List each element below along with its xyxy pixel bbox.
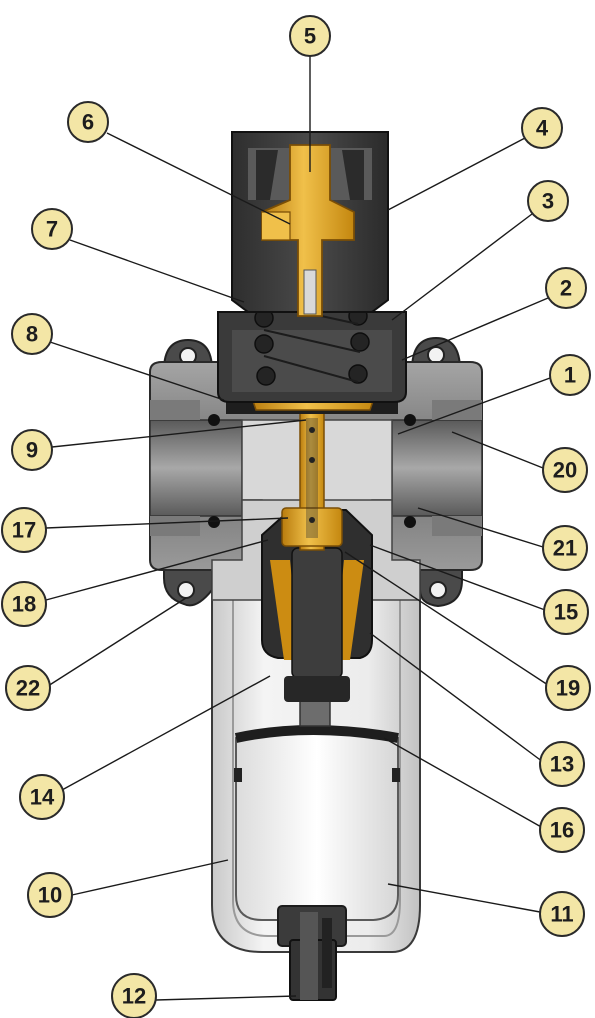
callout-label: 21 [553, 536, 577, 561]
callout-label: 7 [46, 217, 58, 242]
filter-element [234, 699, 400, 921]
callout-label: 13 [550, 752, 574, 777]
callout-label: 17 [12, 518, 36, 543]
callout-10: 10 [27, 872, 73, 918]
callout-16: 16 [539, 807, 585, 853]
callout-17: 17 [1, 507, 47, 553]
callout-3: 3 [527, 180, 569, 222]
callout-label: 19 [556, 676, 580, 701]
valve-stem [281, 409, 343, 551]
callout-1: 1 [549, 354, 591, 396]
callout-label: 8 [26, 322, 38, 347]
drain-valve [277, 905, 347, 1001]
callout-label: 1 [564, 363, 576, 388]
callout-19: 19 [545, 665, 591, 711]
callout-label: 6 [82, 110, 94, 135]
callout-18: 18 [1, 581, 47, 627]
callout-13: 13 [539, 741, 585, 787]
callout-11: 11 [539, 891, 585, 937]
bonnet [217, 311, 407, 403]
callout-14: 14 [19, 774, 65, 820]
callout-label: 12 [122, 984, 146, 1009]
callout-label: 3 [542, 189, 554, 214]
callout-label: 15 [554, 600, 578, 625]
leader-lines [45, 56, 551, 1001]
callout-label: 11 [550, 902, 573, 927]
callout-2: 2 [545, 267, 587, 309]
callout-label: 10 [38, 883, 62, 908]
callout-label: 4 [536, 116, 549, 141]
callout-12: 12 [111, 973, 157, 1018]
callout-15: 15 [543, 589, 589, 635]
callout-label: 9 [26, 438, 38, 463]
callout-4: 4 [521, 107, 563, 149]
callout-21: 21 [542, 525, 588, 571]
callout-20: 20 [542, 447, 588, 493]
callout-22: 22 [5, 665, 51, 711]
callout-label: 22 [16, 676, 40, 701]
callout-7: 7 [31, 208, 73, 250]
callout-label: 2 [560, 276, 572, 301]
callout-5: 5 [289, 15, 331, 57]
callout-label: 18 [12, 592, 36, 617]
callout-label: 5 [304, 24, 316, 49]
callout-label: 20 [553, 458, 577, 483]
callout-8: 8 [11, 313, 53, 355]
callout-label: 14 [30, 785, 55, 810]
callout-label: 16 [550, 818, 574, 843]
adjusting-screw [261, 144, 355, 317]
callout-6: 6 [67, 101, 109, 143]
deflector [261, 509, 373, 702]
callout-9: 9 [11, 429, 53, 471]
